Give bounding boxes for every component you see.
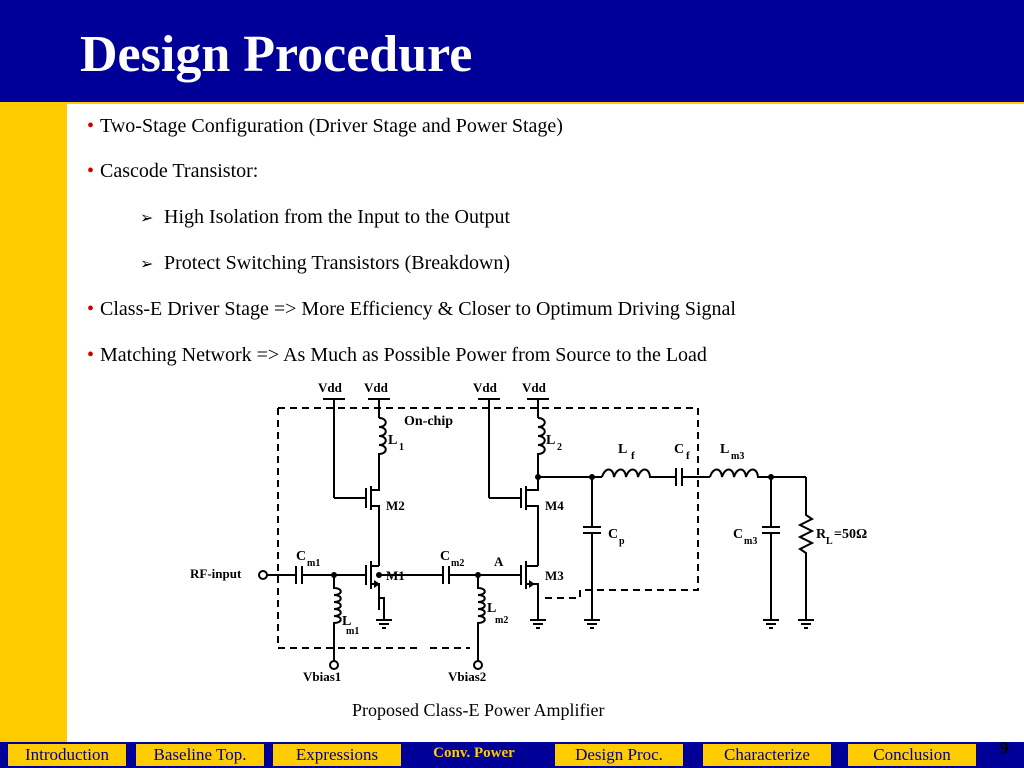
node-a-label: A	[494, 554, 504, 569]
onchip-label: On-chip	[404, 414, 453, 429]
arrow-bullet-icon: ➢	[140, 256, 154, 273]
bullet-dot: •	[87, 298, 95, 320]
bullet-item: •Cascode Transistor:	[87, 159, 258, 183]
circuit-nodes	[258, 474, 774, 670]
cf-label: C	[674, 442, 684, 457]
vdd-label: Vdd	[318, 380, 343, 395]
bullet-text: Class-E Driver Stage => More Efficiency …	[100, 298, 736, 320]
inductor-lm3	[709, 468, 806, 478]
capacitor-cp	[583, 477, 601, 629]
lm2-label: L	[487, 601, 496, 616]
bullet-dot: •	[87, 160, 95, 182]
lm1-label: L	[342, 614, 351, 629]
page-number: 9	[999, 738, 1009, 758]
cm1-label: C	[296, 549, 306, 564]
bullet-text: Two-Stage Configuration (Driver Stage an…	[100, 115, 563, 137]
svg-text:f: f	[631, 450, 635, 462]
svg-text:f: f	[686, 450, 690, 462]
capacitor-cm3	[762, 477, 780, 629]
nav-tab-design-proc[interactable]: Design Proc.	[555, 744, 683, 766]
inductor-lm1	[333, 575, 342, 662]
resistor-rl	[797, 477, 815, 629]
capacitor-cm1	[266, 566, 366, 584]
rf-input-label: RF-input	[190, 566, 242, 581]
inductor-lm2	[477, 575, 486, 662]
m1-label: M1	[386, 568, 405, 583]
svg-text:L: L	[826, 536, 833, 547]
svg-text:m3: m3	[744, 536, 757, 547]
transistor-m3	[520, 561, 539, 620]
inductor-l2	[537, 417, 546, 486]
vdd-label: Vdd	[473, 380, 498, 395]
nav-tab-conclusion[interactable]: Conclusion	[848, 744, 976, 766]
lm3-label: L	[720, 442, 729, 457]
figure-caption: Proposed Class-E Power Amplifier	[352, 700, 605, 720]
class-e-amplifier-schematic: Vdd Vdd Vdd Vdd On-chip L 1 L 2 M2 M1 M4…	[190, 380, 867, 684]
subbullet-text: High Isolation from the Input to the Out…	[164, 206, 511, 228]
transistor-m2	[334, 486, 380, 560]
nav-tab-conv-power[interactable]: Conv. Power	[410, 744, 538, 766]
arrow-bullet-icon: ➢	[140, 210, 154, 227]
svg-text:p: p	[619, 536, 625, 547]
nav-tab-introduction[interactable]: Introduction	[8, 744, 126, 766]
inductor-lf	[601, 468, 676, 478]
svg-text:m1: m1	[307, 558, 320, 569]
l1-label: L	[388, 433, 397, 448]
bullet-item: •Two-Stage Configuration (Driver Stage a…	[87, 114, 563, 138]
slide-title: Design Procedure	[80, 26, 473, 83]
bullet-item: •Class-E Driver Stage => More Efficiency…	[87, 297, 736, 321]
subbullet-item: ➢ High Isolation from the Input to the Ou…	[140, 205, 510, 231]
svg-text:1: 1	[399, 442, 404, 453]
svg-text:m2: m2	[495, 615, 508, 626]
nav-tab-characterize[interactable]: Characterize	[703, 744, 831, 766]
l2-label: L	[546, 433, 555, 448]
bullet-dot: •	[87, 115, 95, 137]
rl-label: R	[816, 527, 827, 542]
transistor-m4	[489, 486, 539, 560]
onchip-boundary	[277, 407, 699, 649]
bullet-dot: •	[87, 344, 95, 366]
m3-label: M3	[545, 568, 564, 583]
vbias1-label: Vbias1	[303, 669, 341, 684]
capacitor-cm2	[379, 566, 521, 584]
rl-value: =50Ω	[834, 527, 867, 542]
m2-label: M2	[386, 498, 405, 513]
cp-label: C	[608, 527, 618, 542]
subbullet-text: Protect Switching Transistors (Breakdown…	[164, 252, 511, 274]
left-accent-bar	[0, 0, 67, 742]
bullet-text: Matching Network => As Much as Possible …	[100, 344, 707, 366]
svg-text:m3: m3	[731, 451, 744, 462]
svg-text:2: 2	[557, 442, 562, 453]
bullet-text: Cascode Transistor:	[100, 160, 259, 182]
nav-tab-expressions[interactable]: Expressions	[273, 744, 401, 766]
svg-text:m2: m2	[451, 558, 464, 569]
svg-text:m1: m1	[346, 626, 359, 637]
vdd-label: Vdd	[522, 380, 547, 395]
cm3-label: C	[733, 527, 743, 542]
lf-label: L	[618, 442, 627, 457]
m4-label: M4	[545, 498, 564, 513]
subbullet-item: ➢ Protect Switching Transistors (Breakdow…	[140, 251, 510, 277]
cm2-label: C	[440, 549, 450, 564]
nav-tab-baseline[interactable]: Baseline Top.	[136, 744, 264, 766]
inductor-l1	[378, 417, 387, 486]
bullet-item: •Matching Network => As Much as Possible…	[87, 343, 707, 367]
capacitor-cf	[675, 468, 710, 486]
vdd-label: Vdd	[364, 380, 389, 395]
vbias2-label: Vbias2	[448, 669, 486, 684]
title-bar: Design Procedure	[0, 0, 1024, 104]
